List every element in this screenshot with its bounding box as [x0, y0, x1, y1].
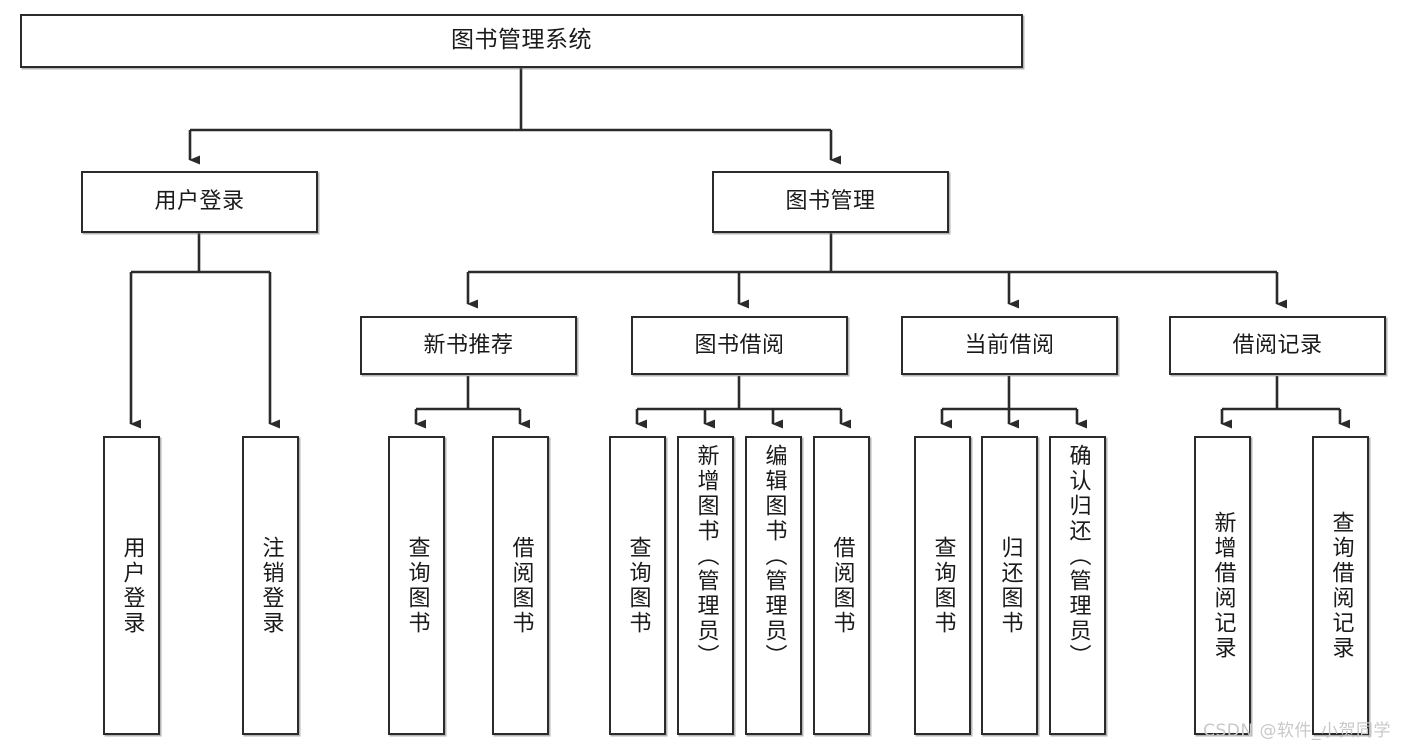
node-leaf-query-record[interactable]: 查询借阅记录 — [1312, 436, 1369, 735]
node-book-manage[interactable]: 图书管理 — [712, 171, 949, 233]
node-leaf-query-book-3-label: 查询图书 — [930, 535, 956, 636]
node-leaf-add-book[interactable]: 新增图书（管理员） — [677, 436, 734, 735]
node-book-borrow-label: 图书借阅 — [694, 332, 785, 358]
node-leaf-query-book-1-label: 查询图书 — [404, 535, 430, 636]
node-leaf-add-book-label: 新增图书（管理员） — [693, 444, 719, 669]
node-leaf-query-book-3[interactable]: 查询图书 — [914, 436, 971, 735]
node-leaf-confirm-return-label: 确认归还（管理员） — [1065, 444, 1091, 669]
node-leaf-borrow-book-2[interactable]: 借阅图书 — [813, 436, 870, 735]
node-leaf-return-book[interactable]: 归还图书 — [981, 436, 1038, 735]
node-leaf-user-login[interactable]: 用户登录 — [103, 436, 160, 735]
node-leaf-confirm-return[interactable]: 确认归还（管理员） — [1049, 436, 1106, 735]
node-current-borrow-label: 当前借阅 — [964, 332, 1055, 358]
node-leaf-edit-book[interactable]: 编辑图书（管理员） — [745, 436, 802, 735]
node-book-manage-label: 图书管理 — [785, 189, 876, 215]
node-leaf-query-book-2-label: 查询图书 — [625, 535, 651, 636]
node-root-label: 图书管理系统 — [451, 27, 592, 54]
node-leaf-borrow-book-1-label: 借阅图书 — [508, 535, 534, 636]
node-leaf-edit-book-label: 编辑图书（管理员） — [761, 444, 787, 669]
node-leaf-return-book-label: 归还图书 — [997, 535, 1023, 636]
node-leaf-logout-login[interactable]: 注销登录 — [242, 436, 299, 735]
node-leaf-query-record-label: 查询借阅记录 — [1328, 510, 1354, 661]
watermark-text: CSDN @软件_小贺同学 — [1203, 721, 1391, 741]
node-leaf-query-book-1[interactable]: 查询图书 — [388, 436, 445, 735]
node-leaf-borrow-book-1[interactable]: 借阅图书 — [492, 436, 549, 735]
node-new-book-recommend[interactable]: 新书推荐 — [360, 316, 577, 375]
node-book-borrow[interactable]: 图书借阅 — [631, 316, 848, 375]
node-user-login[interactable]: 用户登录 — [81, 171, 318, 233]
node-leaf-user-login-label: 用户登录 — [119, 535, 145, 636]
node-borrow-record[interactable]: 借阅记录 — [1169, 316, 1386, 375]
node-leaf-add-record[interactable]: 新增借阅记录 — [1194, 436, 1251, 735]
node-borrow-record-label: 借阅记录 — [1232, 332, 1323, 358]
node-new-book-recommend-label: 新书推荐 — [423, 332, 514, 358]
node-leaf-logout-login-label: 注销登录 — [258, 535, 284, 636]
node-user-login-label: 用户登录 — [154, 189, 245, 215]
node-leaf-borrow-book-2-label: 借阅图书 — [829, 535, 855, 636]
node-root[interactable]: 图书管理系统 — [20, 14, 1023, 68]
node-leaf-add-record-label: 新增借阅记录 — [1210, 510, 1236, 661]
node-current-borrow[interactable]: 当前借阅 — [901, 316, 1118, 375]
node-leaf-query-book-2[interactable]: 查询图书 — [609, 436, 666, 735]
